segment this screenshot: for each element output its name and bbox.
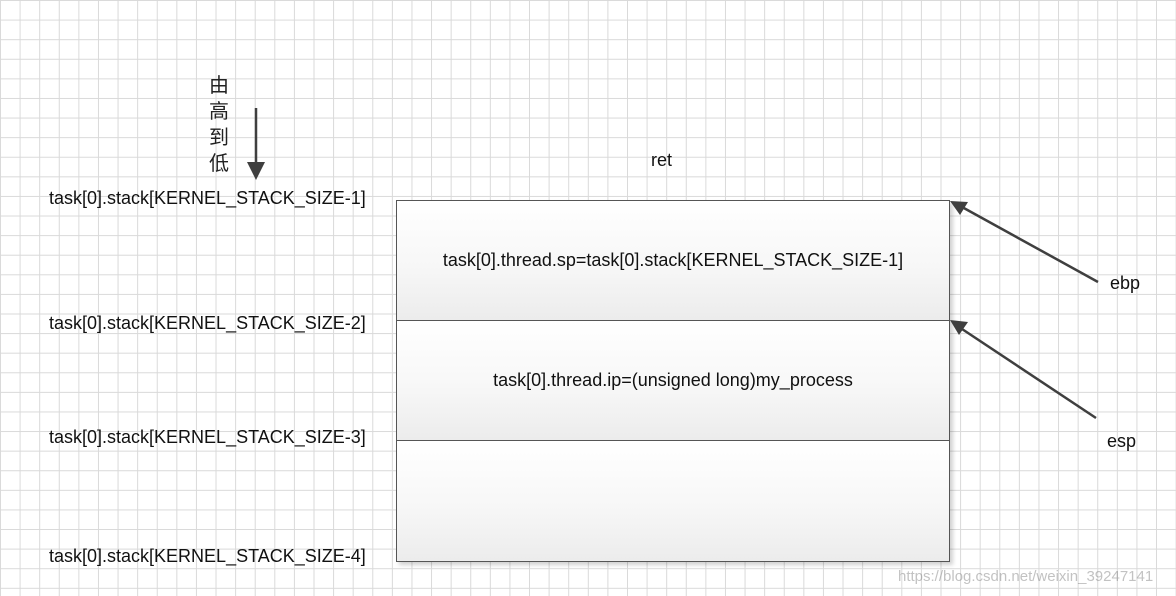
ebp-pointer-arrow-icon — [950, 201, 1099, 284]
stack-cell-sp: task[0].thread.sp=task[0].stack[KERNEL_S… — [397, 201, 949, 321]
stack-address-label: task[0].stack[KERNEL_STACK_SIZE-1] — [49, 188, 366, 208]
ebp-label: ebp — [1110, 273, 1141, 293]
ret-label: ret — [651, 150, 673, 170]
esp-label: esp — [1107, 431, 1137, 451]
stack-cell-ip: task[0].thread.ip=(unsigned long)my_proc… — [397, 321, 949, 441]
stack-address-label: task[0].stack[KERNEL_STACK_SIZE-4] — [49, 546, 366, 566]
stack-address-label: task[0].stack[KERNEL_STACK_SIZE-2] — [49, 313, 366, 333]
direction-char: 高 — [209, 99, 229, 123]
stack-cell-text: task[0].thread.ip=(unsigned long)my_proc… — [493, 370, 853, 390]
down-arrow-icon — [247, 108, 265, 180]
stack-cell-empty — [397, 441, 949, 561]
stack-box: task[0].thread.sp=task[0].stack[KERNEL_S… — [396, 200, 950, 562]
esp-pointer-arrow-icon — [950, 320, 1097, 420]
direction-label: 由 高 到 低 — [206, 72, 232, 176]
direction-char: 由 — [209, 73, 229, 97]
watermark: https://blog.csdn.net/weixin_39247141 — [898, 568, 1154, 585]
direction-char: 到 — [209, 125, 229, 149]
stack-cell-text: task[0].thread.sp=task[0].stack[KERNEL_S… — [442, 250, 904, 270]
direction-char: 低 — [209, 151, 229, 175]
stack-address-label: task[0].stack[KERNEL_STACK_SIZE-3] — [49, 427, 366, 447]
